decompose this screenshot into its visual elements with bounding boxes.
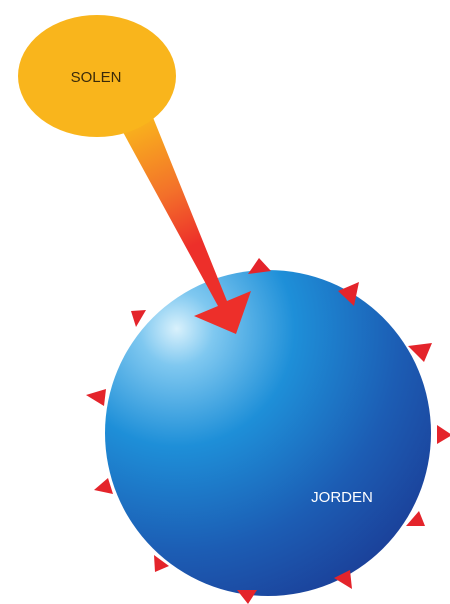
reradiation-arrow bbox=[86, 389, 106, 406]
earth-label: JORDEN bbox=[311, 489, 373, 506]
reradiation-arrow bbox=[437, 425, 450, 444]
reradiation-arrow bbox=[237, 590, 257, 604]
reradiation-arrow bbox=[94, 478, 113, 494]
sun-label: SOLEN bbox=[71, 69, 122, 86]
earth-globe bbox=[105, 270, 431, 596]
reradiation-arrow bbox=[131, 310, 146, 327]
sun: SOLEN bbox=[18, 15, 176, 137]
earth: JORDEN bbox=[105, 270, 431, 596]
